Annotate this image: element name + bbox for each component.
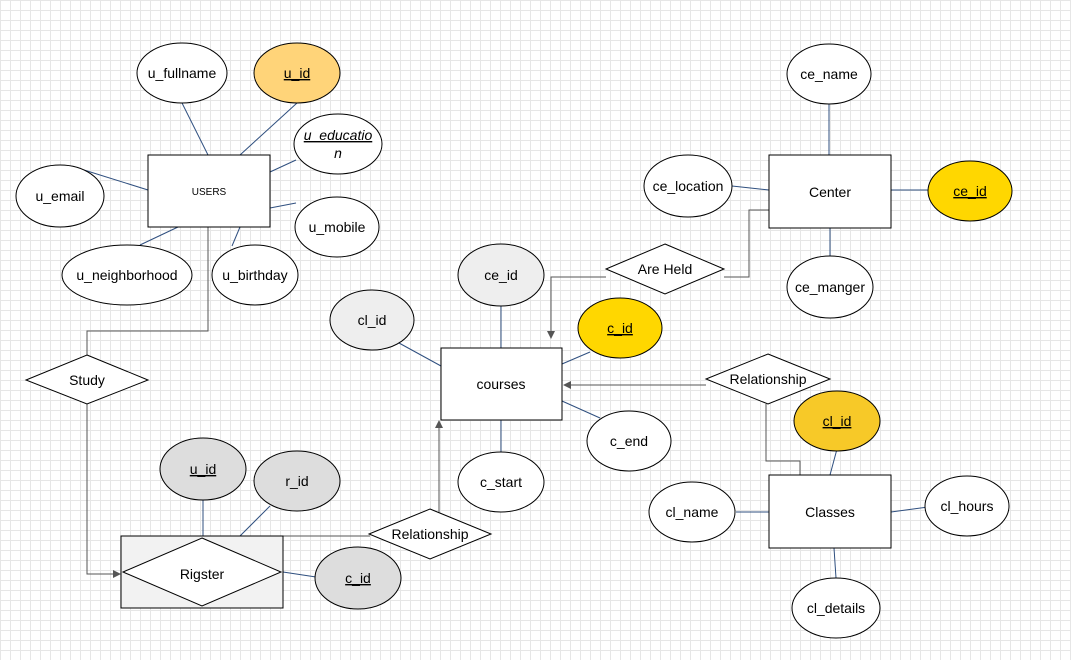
connector-users-mobile	[269, 202, 297, 209]
path-center-areheld	[724, 209, 769, 278]
attr-cl-details-label: cl_details	[807, 600, 865, 616]
attr-courses-ce-id[interactable]: ce_id	[457, 243, 545, 307]
attr-u-education-label-1: u_educatio	[304, 127, 373, 143]
attr-u-mobile-label: u_mobile	[309, 219, 366, 235]
attr-u-birthday-label: u_birthday	[222, 267, 287, 283]
attr-center-ce-id-label: ce_id	[953, 183, 986, 199]
courses-entity-label: courses	[476, 376, 525, 392]
relationship-rigster-courses-label: Relationship	[391, 526, 468, 542]
connector-users-uid	[239, 102, 298, 156]
center-entity-label: Center	[809, 184, 851, 200]
connector-users-education	[269, 159, 297, 173]
path-areheld-courses	[547, 276, 606, 339]
attr-users-u-id-label: u_id	[284, 65, 310, 81]
relationship-are-held[interactable]: Are Held	[604, 243, 726, 295]
attr-ce-manger[interactable]: ce_manger	[786, 255, 874, 319]
attr-ce-location-label: ce_location	[653, 178, 724, 194]
attr-u-education-label-2: n	[334, 145, 342, 161]
connector-rigster-cid	[282, 571, 317, 578]
attr-ce-name-label: ce_name	[800, 66, 858, 82]
connector-rigster-rid	[239, 505, 271, 537]
center-entity[interactable]: Center	[768, 154, 892, 229]
connectors	[83, 102, 929, 579]
connector-users-fullname	[181, 102, 209, 156]
attr-u-email[interactable]: u_email	[15, 164, 105, 228]
users-entity-label: USERS	[192, 187, 227, 198]
attr-rigster-c-id[interactable]: c_id	[314, 546, 402, 610]
connector-courses-clid	[398, 342, 442, 367]
attr-courses-c-id-label: c_id	[607, 320, 633, 336]
connector-users-neighborhood	[139, 226, 179, 246]
attr-ce-name[interactable]: ce_name	[786, 43, 872, 105]
attr-courses-cl-id[interactable]: cl_id	[329, 289, 415, 351]
attr-classes-cl-id[interactable]: cl_id	[793, 390, 881, 452]
attr-r-id-label: r_id	[285, 473, 308, 489]
relationship-study-label: Study	[69, 372, 105, 388]
relationship-classes-courses-label: Relationship	[729, 371, 806, 387]
attr-rigster-u-id[interactable]: u_id	[159, 437, 247, 501]
connector-classes-details	[833, 547, 837, 579]
attr-u-neighborhood-label: u_neighborhood	[76, 267, 177, 283]
users-entity[interactable]: USERS	[147, 154, 271, 228]
path-users-study	[86, 227, 209, 355]
attr-u-mobile[interactable]: u_mobile	[294, 196, 380, 258]
attr-courses-cl-id-label: cl_id	[358, 312, 387, 328]
attr-c-end[interactable]: c_end	[586, 410, 672, 472]
connector-center-location	[731, 185, 770, 191]
attr-c-end-label: c_end	[610, 433, 648, 449]
attr-rigster-u-id-label: u_id	[190, 461, 216, 477]
rigster-entity[interactable]: Rigster	[120, 535, 284, 609]
courses-entity-box	[440, 347, 563, 421]
relationship-are-held-label: Are Held	[638, 261, 692, 277]
attr-c-start[interactable]: c_start	[457, 451, 545, 513]
attr-courses-ce-id-label: ce_id	[484, 267, 517, 283]
attr-cl-details[interactable]: cl_details	[791, 577, 881, 639]
attr-r-id[interactable]: r_id	[253, 450, 341, 512]
rigster-entity-label: Rigster	[180, 566, 225, 582]
courses-entity[interactable]: courses	[440, 347, 563, 421]
classes-entity-box	[768, 474, 892, 549]
users-entity-box	[147, 154, 271, 228]
attr-ce-manger-label: ce_manger	[795, 279, 865, 295]
connector-courses-end	[561, 400, 601, 419]
attr-classes-cl-id-label: cl_id	[823, 413, 852, 429]
attr-u-birthday[interactable]: u_birthday	[211, 244, 299, 306]
attr-c-start-label: c_start	[480, 474, 522, 490]
center-entity-box	[768, 154, 892, 229]
classes-entity-label: Classes	[805, 504, 855, 520]
connector-classes-hours	[890, 506, 929, 513]
relationship-classes-courses[interactable]: Relationship	[704, 353, 832, 405]
relationship-paths	[86, 209, 801, 578]
connector-users-birthday	[231, 226, 241, 247]
attr-rigster-c-id-label: c_id	[345, 570, 371, 586]
attr-u-neighborhood[interactable]: u_neighborhood	[61, 244, 193, 306]
attr-u-email-label: u_email	[35, 188, 84, 204]
attr-u-education[interactable]: u_educatio n	[293, 113, 383, 175]
rigster-entity-diamond	[121, 537, 283, 607]
path-study-rigster	[86, 404, 121, 578]
attr-cl-hours[interactable]: cl_hours	[924, 475, 1010, 537]
relationship-study[interactable]: Study	[24, 354, 150, 405]
attr-users-u-id[interactable]: u_id	[253, 42, 341, 104]
relationship-rigster-courses[interactable]: Relationship	[367, 508, 493, 560]
connector-courses-cid	[561, 351, 591, 365]
attr-cl-name-label: cl_name	[666, 504, 719, 520]
connector-users-email	[83, 169, 149, 191]
attr-center-ce-id[interactable]: ce_id	[927, 160, 1013, 222]
attr-u-fullname[interactable]: u_fullname	[136, 42, 228, 104]
attr-ce-location[interactable]: ce_location	[643, 154, 733, 218]
attr-u-fullname-label: u_fullname	[148, 65, 217, 81]
classes-entity[interactable]: Classes	[768, 474, 892, 549]
connector-classes-clid	[829, 448, 838, 476]
attr-cl-hours-label: cl_hours	[941, 498, 994, 514]
attr-cl-name[interactable]: cl_name	[648, 481, 736, 543]
attr-courses-c-id[interactable]: c_id	[577, 297, 663, 359]
path-classes-relationship	[765, 404, 801, 475]
